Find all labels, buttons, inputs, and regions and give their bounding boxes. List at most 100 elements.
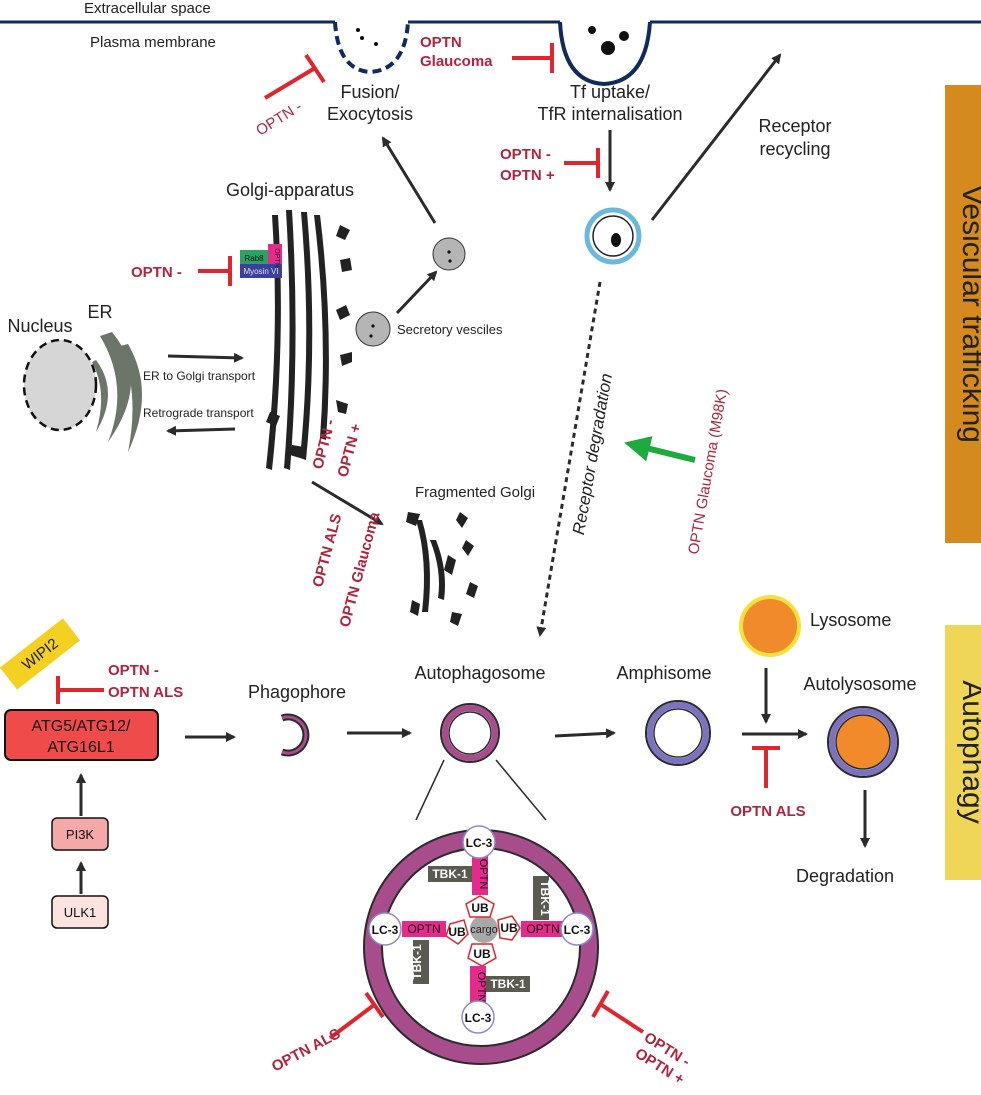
tbk1-right-label: TBK-1 xyxy=(538,880,552,916)
optn-als-zoom-label: OPTN ALS xyxy=(269,1025,343,1075)
zoom-line-left xyxy=(415,759,445,821)
inhibit-tf-uptake xyxy=(512,43,554,73)
tf-uptake-label-1: Tf uptake/ xyxy=(570,82,650,102)
plasma-membrane-label: Plasma membrane xyxy=(90,34,216,51)
zoom-line-right xyxy=(495,759,547,821)
secretory-vesicles-label: Secretory vesciles xyxy=(397,322,503,337)
ub-bottom: UB xyxy=(467,943,497,967)
receptor-recycling-label-2: recycling xyxy=(759,139,830,159)
optn-right: OPTN xyxy=(521,921,565,937)
atg-label-1: ATG5/ATG12/ xyxy=(32,718,132,735)
golgi-stacks xyxy=(266,210,352,470)
extracellular-label: Extracellular space xyxy=(84,0,211,17)
lc3-left: LC-3 xyxy=(368,912,402,946)
optn-als-wipi-label: OPTN ALS xyxy=(108,684,183,701)
lc3-bottom: LC-3 xyxy=(461,1000,495,1034)
optn-bottom-label: OPTN xyxy=(475,972,487,1003)
fusion-label-1: Fusion/ xyxy=(340,82,399,102)
secretory-vesicle-2 xyxy=(432,237,466,271)
golgi-apparatus-label: Golgi-apparatus xyxy=(226,180,354,200)
ub-left-label: UB xyxy=(448,925,466,939)
autolysosome-label: Autolysosome xyxy=(803,674,916,694)
phagophore-label: Phagophore xyxy=(248,682,346,702)
pi3k-label: PI3K xyxy=(66,827,95,842)
tbk1-left-label: TBK-1 xyxy=(410,944,424,980)
optn-als-frag-label: OPTN ALS xyxy=(309,512,345,589)
retrograde-arrow xyxy=(166,425,236,436)
optn-glaucoma-m98k-label: OPTN Glaucoma (M98K) xyxy=(685,388,731,556)
vesicular-trafficking-band: Vesicular trafficking xyxy=(945,85,981,543)
inhibit-endosome xyxy=(564,148,600,178)
lc3-left-label: LC-3 xyxy=(372,923,399,937)
amphisome xyxy=(645,700,711,766)
degradation-label: Degradation xyxy=(796,866,894,886)
tbk1-bottom-label: TBK-1 xyxy=(490,977,526,991)
exocytosis-arrow xyxy=(381,136,437,224)
inhibit-fusion xyxy=(263,53,326,100)
endoplasmic-reticulum xyxy=(92,332,142,452)
optn-plus-frag-label: OPTN + xyxy=(334,422,365,479)
receptor-degradation-label: Receptor degradation xyxy=(569,372,616,536)
optn-minus-tf-label: OPTN - xyxy=(500,146,551,163)
optn-bottom: OPTN xyxy=(470,966,487,1008)
lc3-right: LC-3 xyxy=(560,912,594,946)
tbk1-top: TBK-1 xyxy=(428,866,472,882)
atg-label-2: ATG16L1 xyxy=(47,739,114,756)
secretory-vesicle-1 xyxy=(355,311,391,347)
golgi-fragmentation-arrow xyxy=(311,480,384,526)
optn-plus-tf-label: OPTN + xyxy=(500,167,555,184)
ub-right: UB xyxy=(497,915,521,941)
ub-bottom-label: UB xyxy=(473,947,491,961)
tf-uptake-label-2: TfR internalisation xyxy=(537,104,682,124)
ub-left: UB xyxy=(445,919,469,945)
tbk1-left: TBK-1 xyxy=(410,940,429,984)
optn-glaucoma-label-2: Glaucoma xyxy=(420,53,493,70)
nucleus xyxy=(22,338,98,432)
endosome xyxy=(584,207,642,265)
inhibit-zoom-left xyxy=(328,991,385,1040)
lysosome xyxy=(739,595,801,657)
exocytosis-pit xyxy=(333,21,410,75)
autophagy-band: Autophagy xyxy=(945,625,981,880)
ub-top-label: UB xyxy=(471,901,489,915)
vesicle-transport-arrow xyxy=(395,270,438,315)
ulk1-box: ULK1 xyxy=(51,895,109,929)
fusion-label-2: Exocytosis xyxy=(327,104,413,124)
cargo xyxy=(470,915,498,943)
optn-left: OPTN xyxy=(402,921,446,937)
optn-top: OPTN xyxy=(472,853,489,895)
optn-glaucoma-frag-label: OPTN Glaucoma xyxy=(336,510,383,629)
optn-top-label: OPTN xyxy=(477,859,489,890)
autophagy-label: Autophagy xyxy=(956,680,981,823)
autolysosome xyxy=(827,706,899,778)
tbk1-bottom: TBK-1 xyxy=(486,976,530,992)
vesicular-trafficking-label: Vesicular trafficking xyxy=(956,185,981,443)
nucleus-label: Nucleus xyxy=(7,316,72,336)
er-label: ER xyxy=(87,302,112,322)
ub-top: UB xyxy=(465,895,495,918)
inhibit-zoom-right xyxy=(591,990,645,1034)
optn-minus-golgi-label: OPTN - xyxy=(131,264,182,281)
plasma-membrane xyxy=(0,20,981,87)
optn-mini-label: OPTN xyxy=(273,248,280,267)
receptor-recycling-label-1: Receptor xyxy=(758,116,831,136)
rab8-label: Rab8 xyxy=(244,254,264,263)
retrograde-label: Retrograde transport xyxy=(143,406,254,420)
receptor-recycling-arrow xyxy=(650,53,782,221)
wipi2-tag: WIPI2 xyxy=(0,618,81,690)
optn-als-fusion-label: OPTN ALS xyxy=(730,803,805,820)
lc3-top: LC-3 xyxy=(462,825,496,859)
autophagosome-to-amphisome-arrow xyxy=(554,728,616,739)
m98k-activation-arrow xyxy=(624,436,696,463)
er-to-golgi-arrow xyxy=(167,352,244,363)
pi3k-box: PI3K xyxy=(51,817,109,851)
optn-minus-fusion-label: OPTN - xyxy=(253,98,305,139)
optn-right-label: OPTN xyxy=(526,922,559,936)
lc3-top-label: LC-3 xyxy=(466,836,493,850)
fragmented-golgi xyxy=(406,512,478,626)
rab8-optn-myosin-complex: Rab8 OPTN Myosin VI xyxy=(240,244,282,278)
amphisome-label: Amphisome xyxy=(616,663,711,683)
myosin-vi-label: Myosin VI xyxy=(243,267,278,276)
